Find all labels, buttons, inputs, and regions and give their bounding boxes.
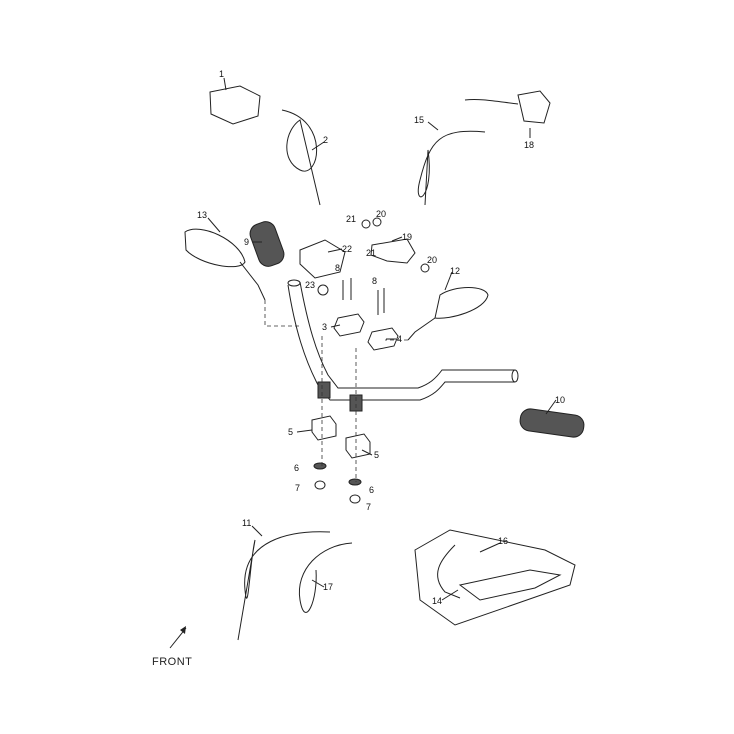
callout-6-b: 6 [369, 485, 374, 495]
callout-10: 10 [555, 395, 565, 405]
mirrors [184, 228, 489, 341]
switches [209, 85, 551, 296]
callout-3: 3 [322, 322, 327, 332]
callout-8: 8 [335, 263, 340, 273]
callout-8-b: 8 [372, 276, 377, 286]
callout-5-b: 5 [374, 450, 379, 460]
callout-12: 12 [450, 266, 460, 276]
cables [237, 109, 486, 641]
callout-22: 22 [342, 244, 352, 254]
callout-21: 21 [346, 214, 356, 224]
callout-23: 23 [305, 280, 315, 290]
front-label: FRONT [152, 656, 192, 668]
callout-5: 5 [288, 427, 293, 437]
lever-assembly [414, 529, 576, 626]
callout-9: 9 [244, 237, 249, 247]
callout-20-b: 20 [427, 255, 437, 265]
callout-7: 7 [295, 483, 300, 493]
callout-7-b: 7 [366, 502, 371, 512]
callout-18: 18 [524, 140, 534, 150]
callout-15: 15 [414, 115, 424, 125]
callout-2: 2 [323, 135, 328, 145]
callout-14: 14 [432, 596, 442, 606]
callout-1: 1 [219, 69, 224, 79]
front-arrow-icon [169, 626, 187, 649]
callout-13: 13 [197, 210, 207, 220]
clamps [311, 278, 399, 504]
callout-16: 16 [498, 536, 508, 546]
callouts: 1 2 15 18 13 9 22 21 20 19 21 20 12 8 8 … [152, 69, 565, 668]
callout-4: 4 [397, 334, 402, 344]
callout-17: 17 [323, 582, 333, 592]
callout-20: 20 [376, 209, 386, 219]
callout-19: 19 [402, 232, 412, 242]
callout-21-b: 21 [366, 248, 376, 258]
grips [249, 221, 585, 438]
leader-lines [207, 77, 557, 601]
callout-6: 6 [294, 463, 299, 473]
callout-11: 11 [242, 518, 251, 528]
